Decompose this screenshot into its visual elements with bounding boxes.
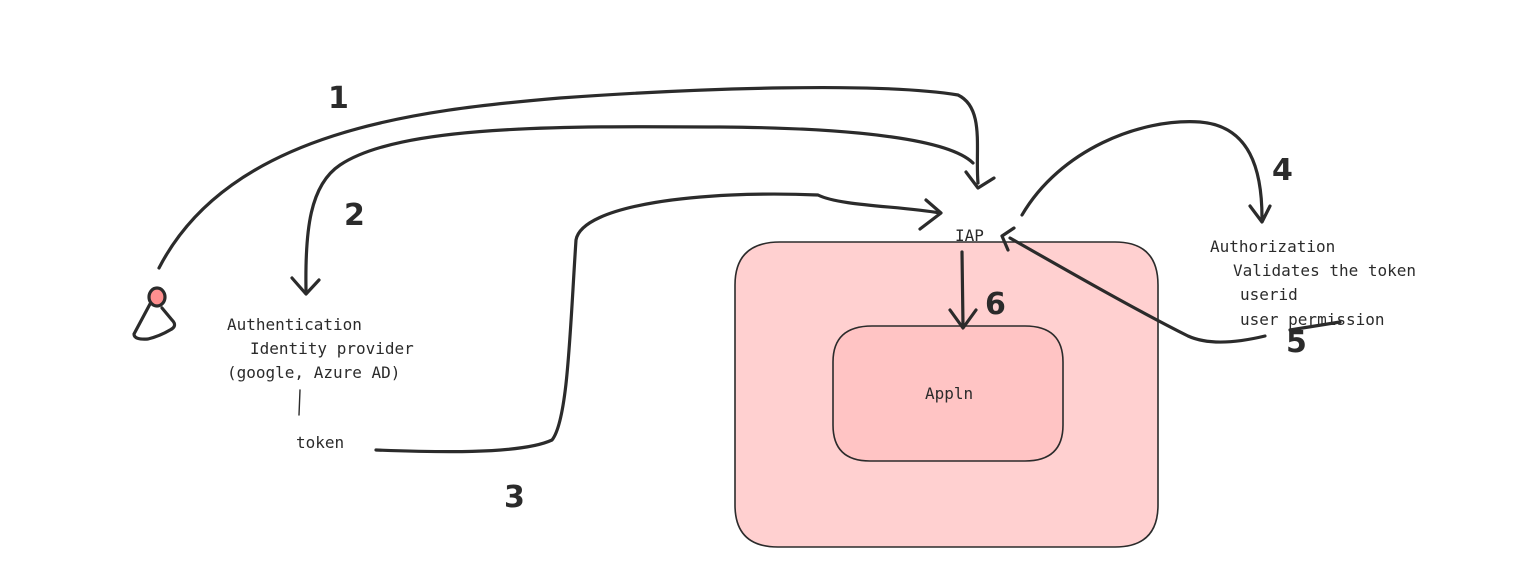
arrow-3-head: [918, 198, 943, 231]
authorization-label: Authorization: [1210, 237, 1335, 256]
userid-label: userid: [1240, 285, 1298, 304]
arrow-2-iap-to-authentication: [304, 125, 975, 292]
arrow-6-head: [948, 308, 978, 330]
step-2-number: 2: [344, 198, 365, 233]
arrow-5-authorization-to-iap: [1008, 236, 1267, 344]
arrow-2-head: [290, 276, 321, 296]
appln-label: Appln: [925, 384, 973, 403]
arrow-5-head: [1000, 226, 1016, 252]
arrow-4-iap-to-authorization: [1020, 120, 1264, 220]
identity-provider-label: Identity provider: [250, 339, 414, 358]
step-1-number: 1: [328, 81, 349, 116]
arrow-6-iap-to-application: [960, 250, 965, 327]
step-5-number: 5: [1286, 325, 1307, 360]
validates-token-label: Validates the token: [1233, 261, 1416, 280]
arrow-1-head: [964, 170, 996, 190]
authentication-label: Authentication: [227, 315, 362, 334]
provider-token-connector: [298, 389, 301, 416]
step-3-number: 3: [504, 480, 525, 515]
providers-label: (google, Azure AD): [227, 363, 400, 382]
arrow-4-head: [1248, 204, 1272, 224]
step-5-underline: [1288, 320, 1342, 332]
user-permission-label: user permission: [1240, 310, 1385, 329]
iap-label: IAP: [955, 226, 984, 245]
arrow-3-token-to-iap: [374, 192, 942, 454]
token-label: token: [296, 433, 344, 452]
arrow-1-user-to-iap: [157, 85, 980, 270]
step-4-number: 4: [1272, 153, 1293, 188]
person-icon: [132, 286, 177, 341]
step-6-number: 6: [985, 287, 1006, 322]
application-box: [832, 325, 1064, 462]
